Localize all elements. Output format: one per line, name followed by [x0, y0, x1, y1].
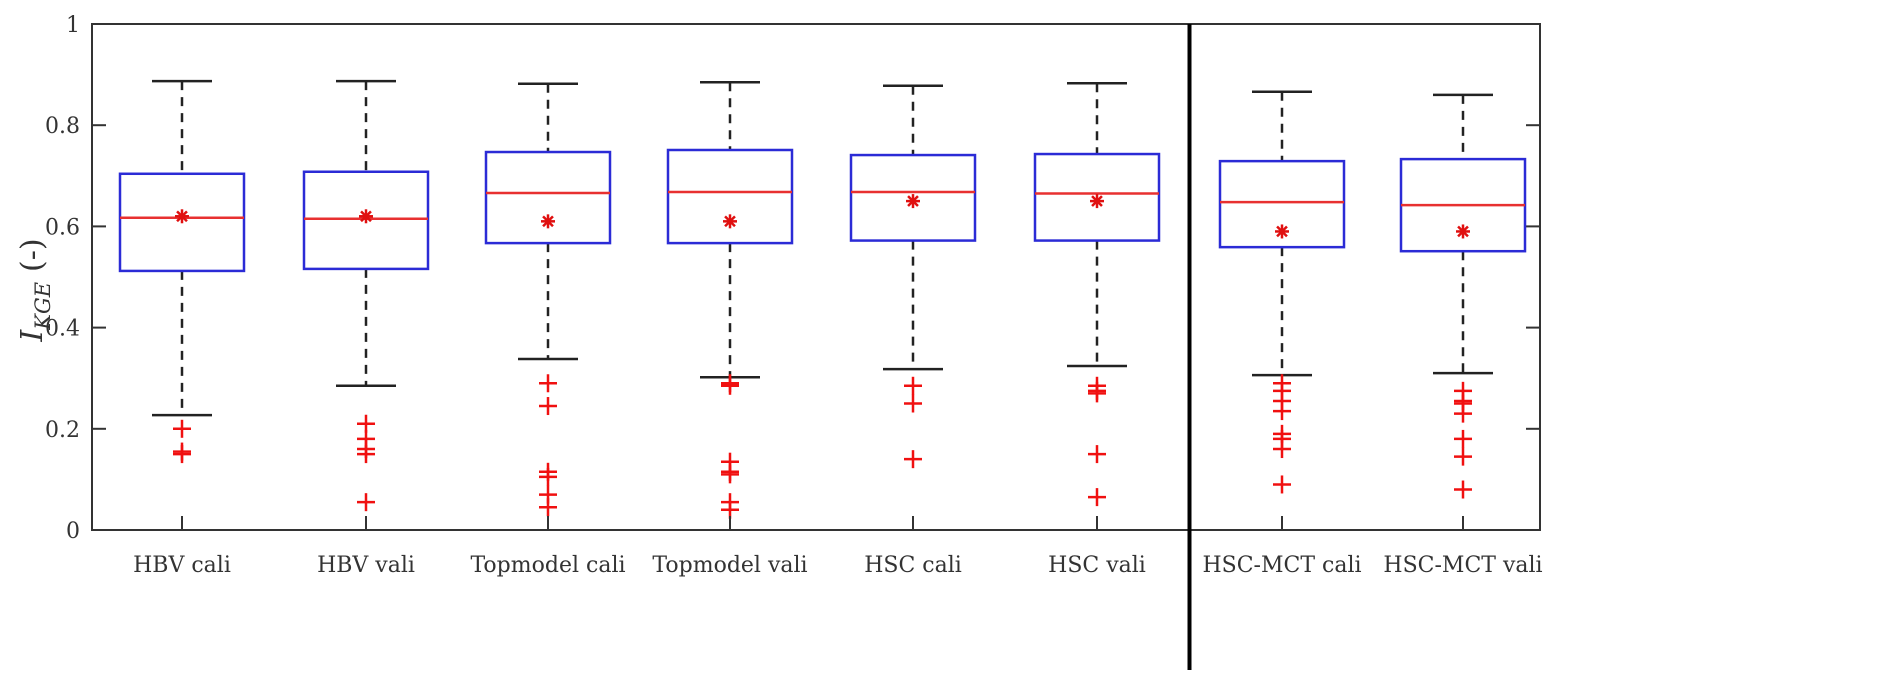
- mean-marker: [542, 215, 554, 228]
- iqr-box: [118, 172, 246, 273]
- x-tick-label: Topmodel vali: [652, 553, 807, 578]
- iqr-box: [302, 170, 430, 271]
- box-hbv-vali: HBV vali: [302, 79, 430, 578]
- x-tick-label: Topmodel cali: [470, 553, 625, 578]
- box-hsc-vali: HSC vali: [1033, 81, 1161, 578]
- iqr-box: [849, 153, 977, 242]
- y-tick-label: 0.4: [45, 317, 80, 342]
- mean-marker: [1091, 195, 1103, 207]
- box-topmodel-cali: Topmodel cali: [470, 82, 626, 578]
- box-hsc-mct-vali: HSC-MCT vali: [1383, 93, 1543, 578]
- outlier-marker: [1454, 480, 1472, 499]
- outlier-marker: [1088, 384, 1106, 403]
- outlier-marker: [539, 397, 557, 416]
- outlier-marker: [1088, 488, 1106, 507]
- outlier-marker: [357, 414, 375, 433]
- iqr-box: [1218, 159, 1346, 249]
- outlier-marker: [539, 467, 557, 486]
- outlier-marker: [721, 500, 739, 519]
- outlier-marker: [904, 450, 922, 469]
- outlier-marker: [173, 445, 191, 464]
- outlier-marker: [539, 498, 557, 517]
- y-axis-label-main: I: [15, 329, 50, 343]
- x-tick-label: HBV cali: [133, 553, 231, 578]
- box-hbv-cali: HBV cali: [118, 79, 246, 578]
- box-topmodel-vali: Topmodel vali: [652, 80, 808, 578]
- outlier-marker: [1088, 445, 1106, 464]
- outlier-marker: [173, 419, 191, 438]
- x-tick-label: HBV vali: [317, 553, 415, 578]
- y-tick-label: 0.8: [45, 114, 80, 139]
- x-tick-label: HSC cali: [864, 553, 962, 578]
- x-tick-label: HSC vali: [1048, 553, 1146, 578]
- box-hsc-mct-cali: HSC-MCT cali: [1202, 90, 1362, 578]
- outlier-marker: [721, 376, 739, 395]
- outlier-marker: [1454, 447, 1472, 466]
- outlier-marker: [904, 376, 922, 395]
- outlier-marker: [721, 465, 739, 484]
- iqr-box: [666, 148, 794, 245]
- outlier-marker: [357, 493, 375, 512]
- iqr-box: [1033, 152, 1161, 242]
- y-tick-label: 0.6: [45, 215, 80, 240]
- mean-marker: [907, 195, 919, 207]
- box-hsc-cali: HSC cali: [849, 84, 977, 578]
- plot-frame: [91, 23, 1541, 531]
- y-axis-label: IKGE (-): [15, 238, 55, 342]
- outlier-marker: [1273, 475, 1291, 494]
- outlier-marker: [1454, 429, 1472, 448]
- mean-marker: [360, 210, 372, 223]
- y-axis-label-sub: KGE: [31, 282, 55, 331]
- x-tick-label: HSC-MCT vali: [1383, 553, 1542, 578]
- mean-marker: [1457, 225, 1469, 238]
- outlier-marker: [357, 445, 375, 464]
- outlier-marker: [1454, 404, 1472, 423]
- outlier-marker: [539, 374, 557, 393]
- iqr-box: [484, 150, 612, 245]
- mean-marker: [724, 215, 736, 228]
- y-tick-label: 0.2: [45, 418, 80, 443]
- y-tick-label: 1: [66, 13, 80, 38]
- outlier-marker: [1273, 402, 1291, 421]
- mean-marker: [176, 210, 188, 223]
- svg-text:IKGE(-): IKGE (-): [15, 238, 55, 342]
- mean-marker: [1276, 225, 1288, 238]
- outlier-marker: [1273, 440, 1291, 459]
- y-tick-label: 0: [66, 519, 80, 544]
- x-tick-label: HSC-MCT cali: [1202, 553, 1361, 578]
- outlier-marker: [904, 394, 922, 413]
- y-axis-label-unit: (-): [15, 238, 50, 272]
